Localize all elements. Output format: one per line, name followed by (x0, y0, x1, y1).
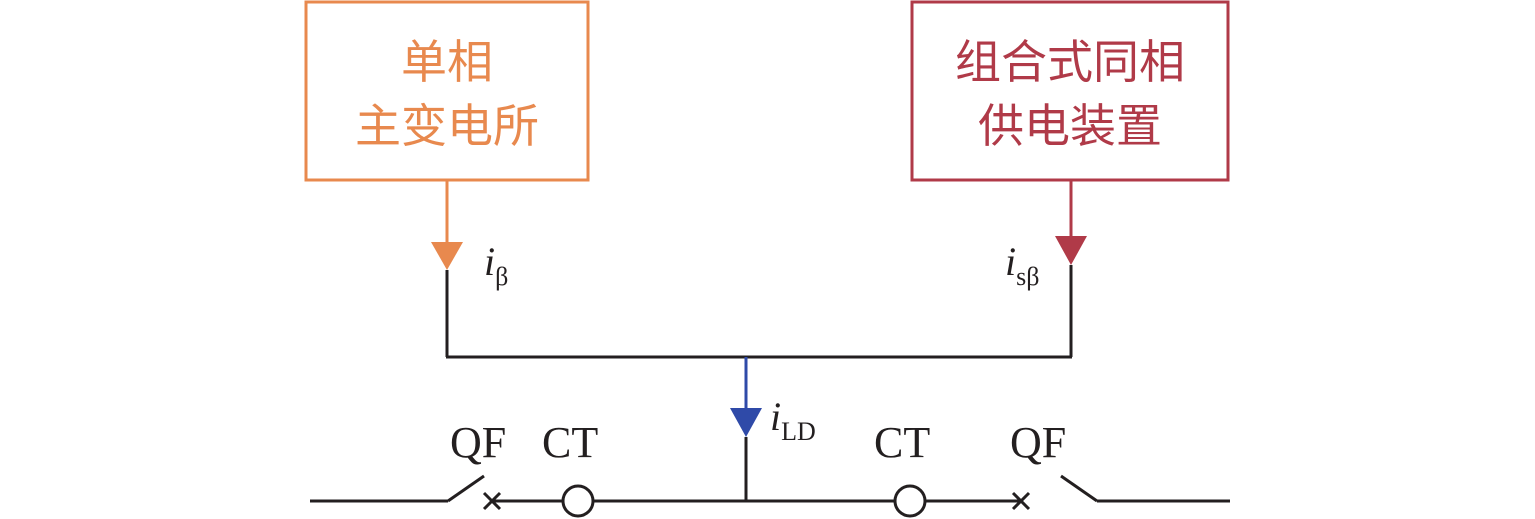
i-s-beta-label: isβ (1005, 239, 1039, 291)
right-breaker-icon (1011, 474, 1098, 511)
cophase-device-block: 组合式同相 供电装置 (910, 0, 1230, 182)
cophase-device-label-line2: 供电装置 (978, 99, 1162, 153)
i-s-beta-arrow-icon (1055, 236, 1087, 265)
main-substation-label-line2: 主变电所 (355, 99, 539, 153)
left-ct-icon (561, 484, 595, 518)
ct-left-label: CT (542, 418, 598, 467)
main-substation-label-line1: 单相 (401, 35, 493, 89)
qf-right-label: QF (1010, 418, 1066, 467)
i-beta-arrow-icon (431, 242, 463, 270)
qf-left-label: QF (450, 418, 506, 467)
cophase-device-box (910, 0, 1230, 182)
i-ld-label: iLD (770, 394, 816, 446)
left-breaker-icon (447, 474, 502, 511)
main-substation-box (304, 0, 590, 182)
i-beta-label: iβ (484, 239, 508, 291)
i-ld-arrow-icon (730, 408, 762, 437)
cophase-device-label-line1: 组合式同相 (955, 35, 1185, 89)
ct-right-label: CT (874, 418, 930, 467)
main-substation-block: 单相 主变电所 (304, 0, 590, 182)
right-ct-icon (893, 484, 927, 518)
